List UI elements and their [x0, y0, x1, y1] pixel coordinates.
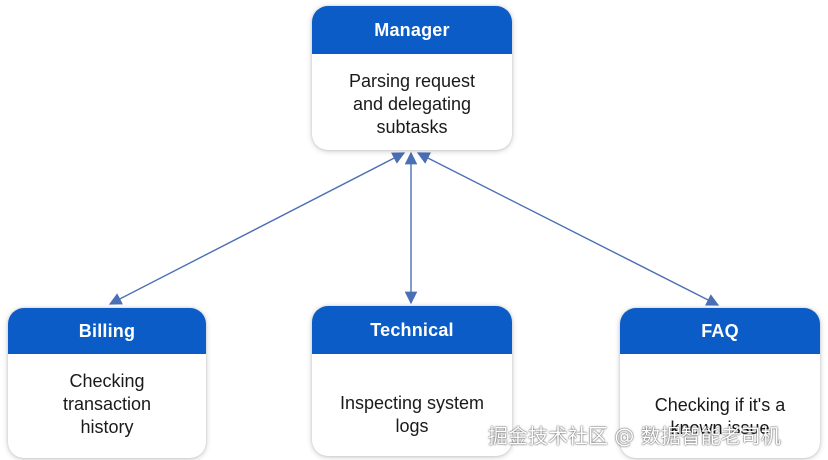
manager-line-3: subtasks	[376, 117, 448, 137]
watermark-text: 掘金技术社区 @ 数据智能老司机	[488, 424, 781, 448]
billing-line-1: Checking	[69, 371, 145, 391]
faq-node-title: FAQ	[620, 308, 820, 354]
manager-line-1: Parsing request	[348, 71, 476, 91]
technical-node-description: Inspecting system logs	[312, 392, 512, 438]
technical-node-title: Technical	[312, 306, 512, 354]
edge-manager-faq	[416, 152, 720, 306]
billing-line-3: history	[80, 417, 134, 437]
technical-line-2: logs	[395, 416, 429, 436]
faq-line-1: Checking if it's a	[654, 395, 786, 415]
billing-node-title: Billing	[8, 308, 206, 354]
manager-node-description: Parsing request and delegating subtasks	[312, 70, 512, 139]
billing-node: Billing Checking transaction history	[8, 308, 206, 458]
billing-line-2: transaction	[62, 394, 152, 414]
edge-manager-billing	[108, 152, 406, 305]
faq-node: FAQ Checking if it's a known issue	[620, 308, 820, 458]
manager-node-title: Manager	[312, 6, 512, 54]
technical-node: Technical Inspecting system logs	[312, 306, 512, 456]
faq-node-description: Checking if it's a known issue	[620, 394, 820, 440]
billing-node-description: Checking transaction history	[8, 370, 206, 439]
technical-line-1: Inspecting system	[339, 393, 485, 413]
manager-line-2: and delegating	[352, 94, 472, 114]
faq-line-2: known issue	[670, 418, 770, 438]
manager-node: Manager Parsing request and delegating s…	[312, 6, 512, 150]
